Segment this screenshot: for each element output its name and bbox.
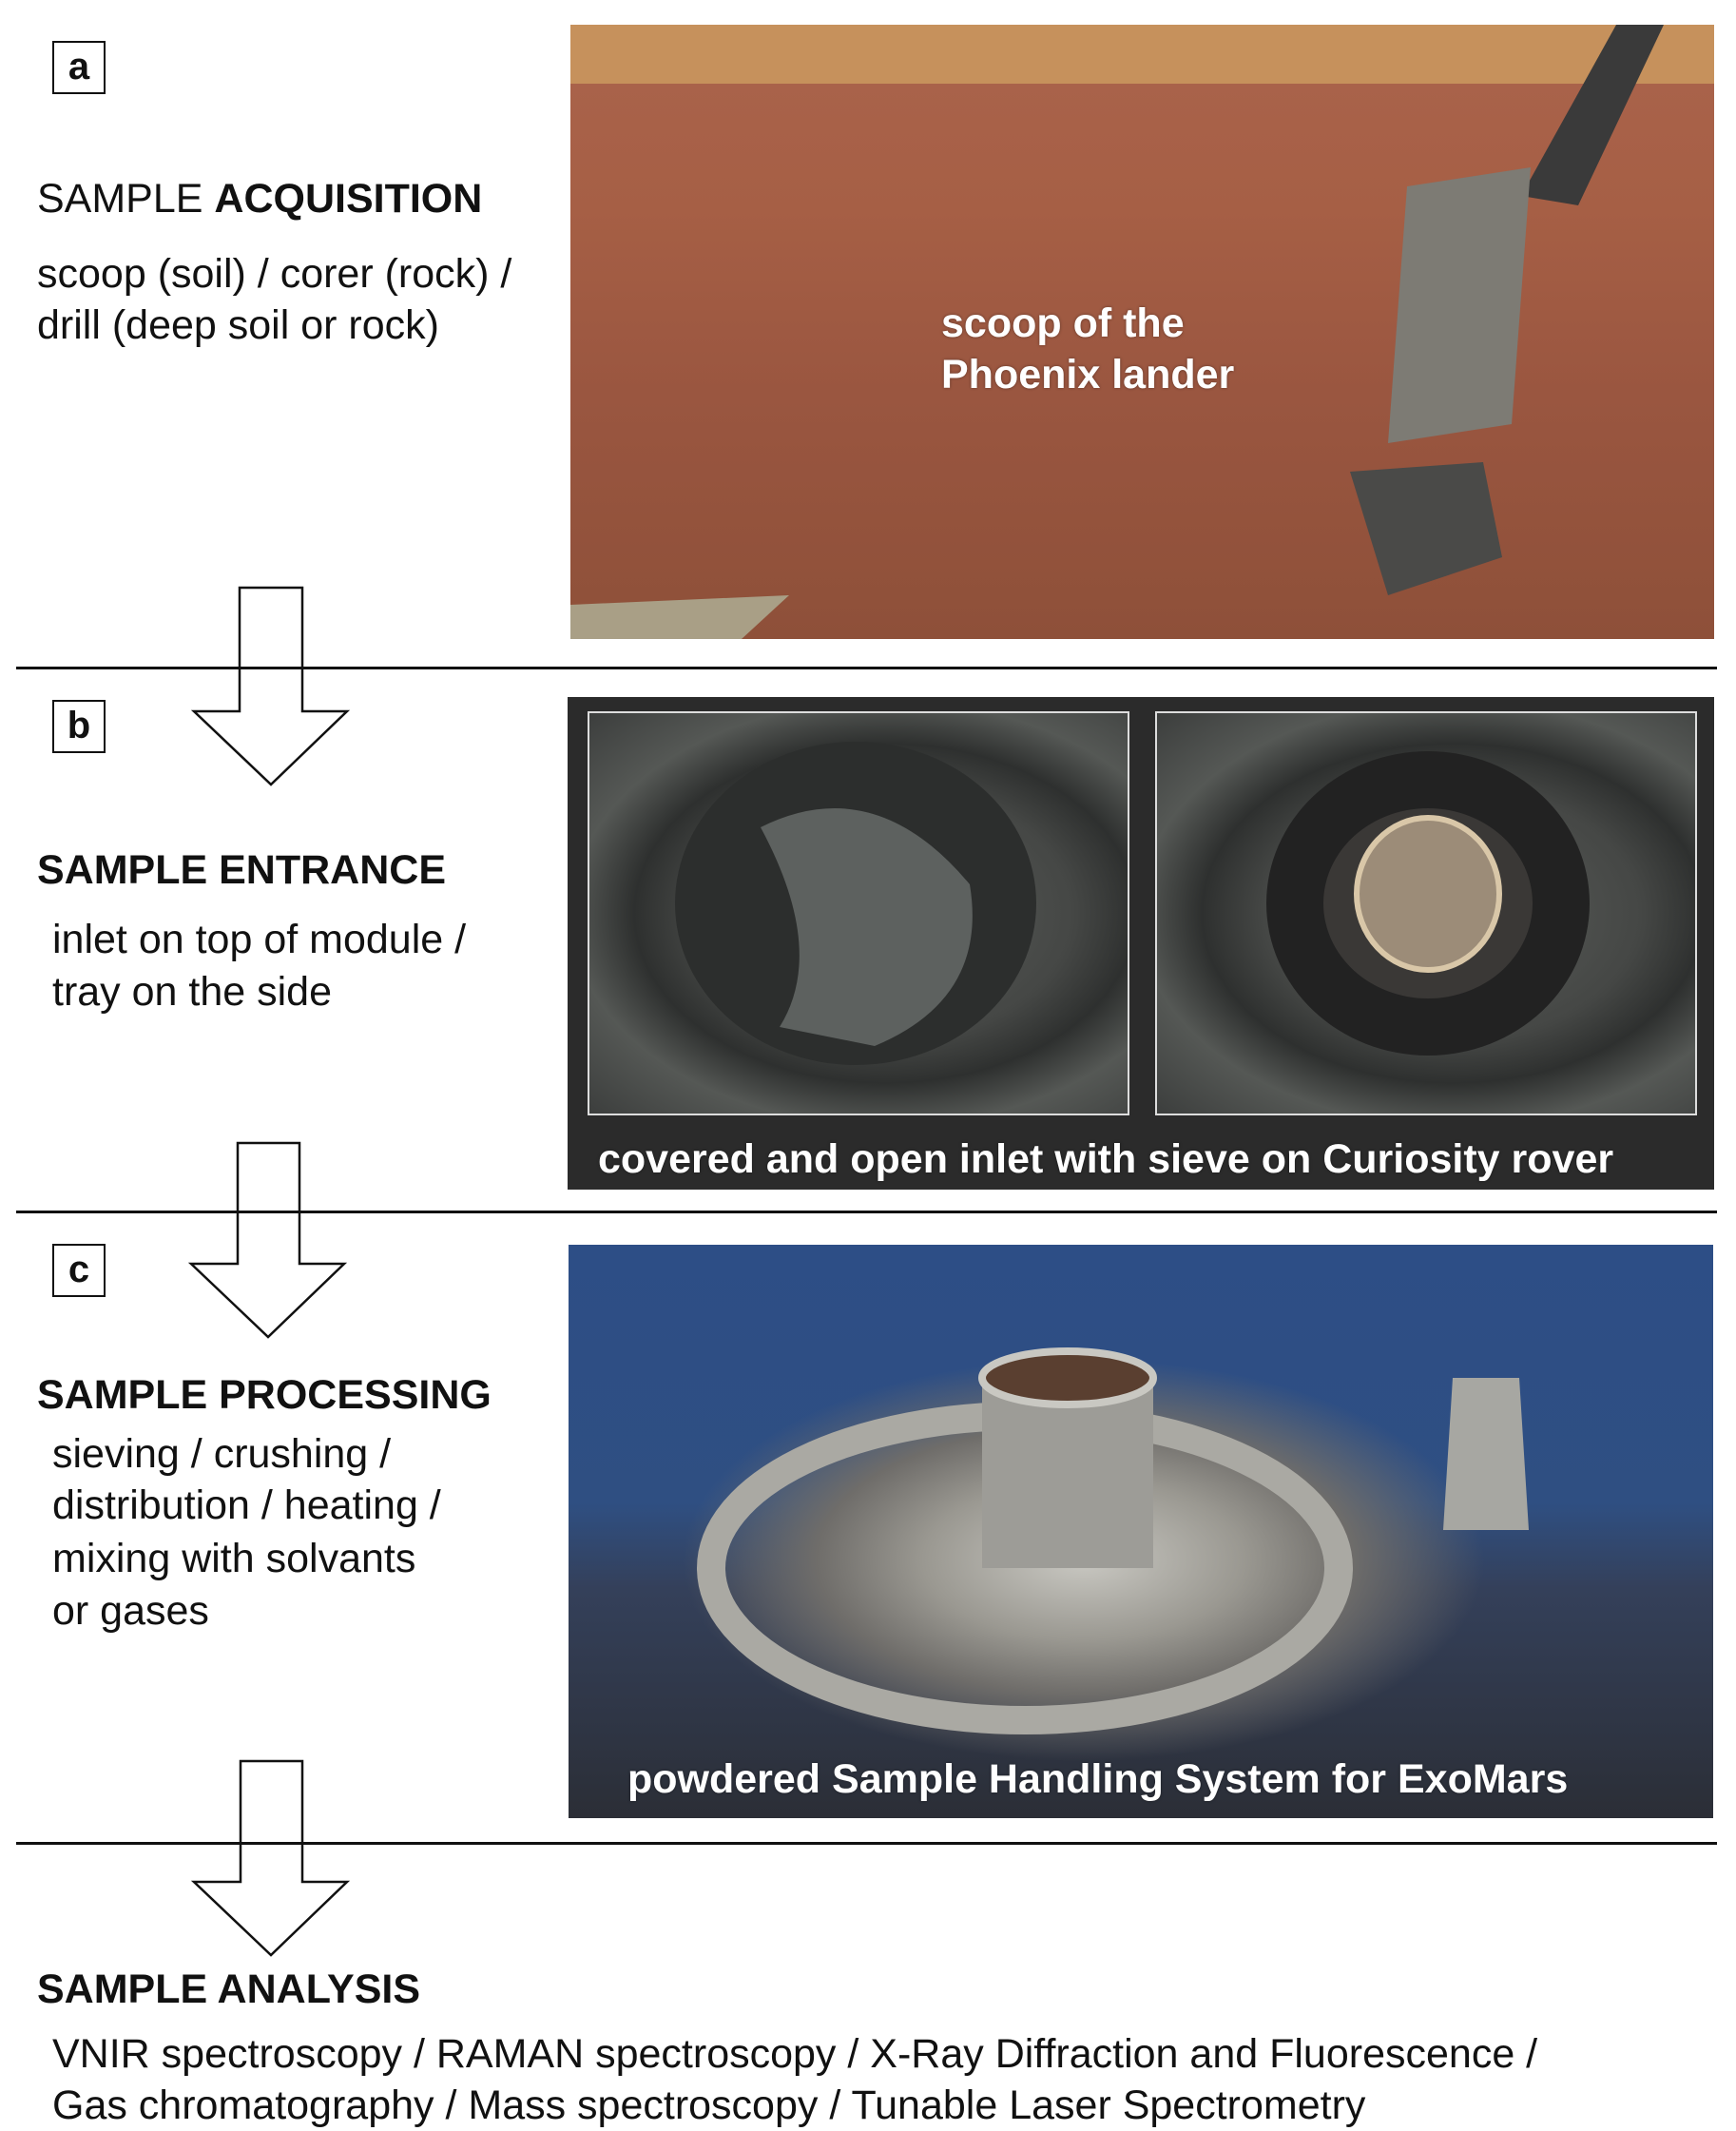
photo-a-caption-1: scoop of the [941, 300, 1185, 346]
analysis-line-2: Gas chromatography / Mass spectroscopy /… [52, 2083, 1366, 2128]
entrance-line-2: tray on the side [52, 969, 333, 1015]
acquisition-title-normal: SAMPLE [37, 176, 215, 222]
panel-label-b: b [52, 700, 106, 753]
down-arrow-icon [187, 1141, 348, 1339]
acquisition-title-bold: ACQUISITION [214, 176, 483, 222]
exomars-sample-handling-photo: powdered Sample Handling System for ExoM… [569, 1245, 1713, 1818]
down-arrow-icon [190, 586, 351, 786]
phoenix-arm-illustration [570, 25, 1714, 639]
section-divider [16, 1842, 1717, 1845]
panel-label-c: c [52, 1244, 106, 1297]
photo-c-caption: powdered Sample Handling System for ExoM… [627, 1756, 1569, 1802]
down-arrow-icon [190, 1759, 351, 1957]
analysis-title: SAMPLE ANALYSIS [37, 1966, 420, 2012]
section-divider [16, 1211, 1717, 1213]
processing-line-4: or gases [52, 1588, 209, 1634]
acquisition-title: SAMPLE ACQUISITION [37, 173, 482, 224]
processing-title: SAMPLE PROCESSING [37, 1372, 492, 1418]
acquisition-line-1: scoop (soil) / corer (rock) / [37, 251, 512, 297]
open-inlet-sieve-photo [1155, 711, 1697, 1115]
phoenix-scoop-photo: scoop of the Phoenix lander [570, 25, 1714, 639]
curiosity-inlet-photos: covered and open inlet with sieve on Cur… [568, 697, 1714, 1190]
photo-a-caption-2: Phoenix lander [941, 352, 1235, 397]
photo-b-caption: covered and open inlet with sieve on Cur… [598, 1136, 1614, 1182]
processing-line-2: distribution / heating / [52, 1482, 441, 1528]
analysis-line-1: VNIR spectroscopy / RAMAN spectroscopy /… [52, 2031, 1538, 2077]
section-divider [16, 667, 1717, 669]
acquisition-line-2: drill (deep soil or rock) [37, 302, 439, 348]
processing-line-1: sieving / crushing / [52, 1431, 392, 1477]
panel-label-a: a [52, 41, 106, 94]
covered-inlet-photo [588, 711, 1129, 1115]
entrance-title: SAMPLE ENTRANCE [37, 847, 447, 893]
processing-line-3: mixing with solvants [52, 1536, 416, 1581]
entrance-line-1: inlet on top of module / [52, 917, 467, 962]
